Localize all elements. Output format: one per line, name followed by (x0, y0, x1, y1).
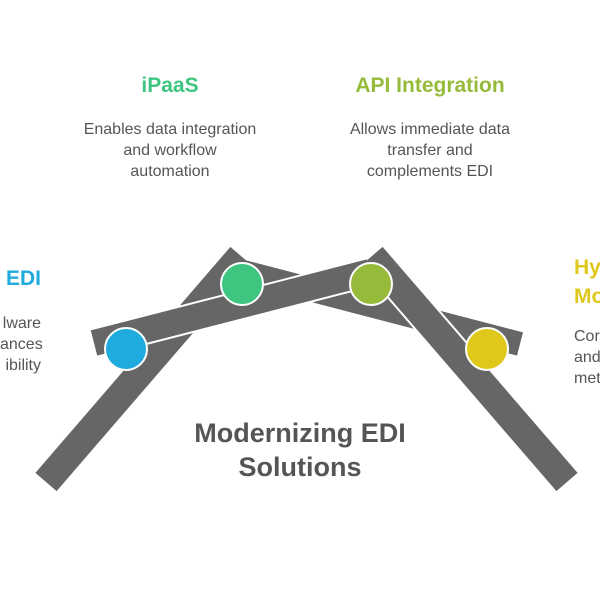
node-hybrid (465, 327, 509, 371)
ipaas-title: iPaaS (141, 74, 199, 97)
node-ipaas (220, 262, 264, 306)
api-title: API Integration (355, 74, 505, 97)
node-edi (104, 327, 148, 371)
edi-title: EDI (5, 267, 41, 290)
node-api (349, 262, 393, 306)
